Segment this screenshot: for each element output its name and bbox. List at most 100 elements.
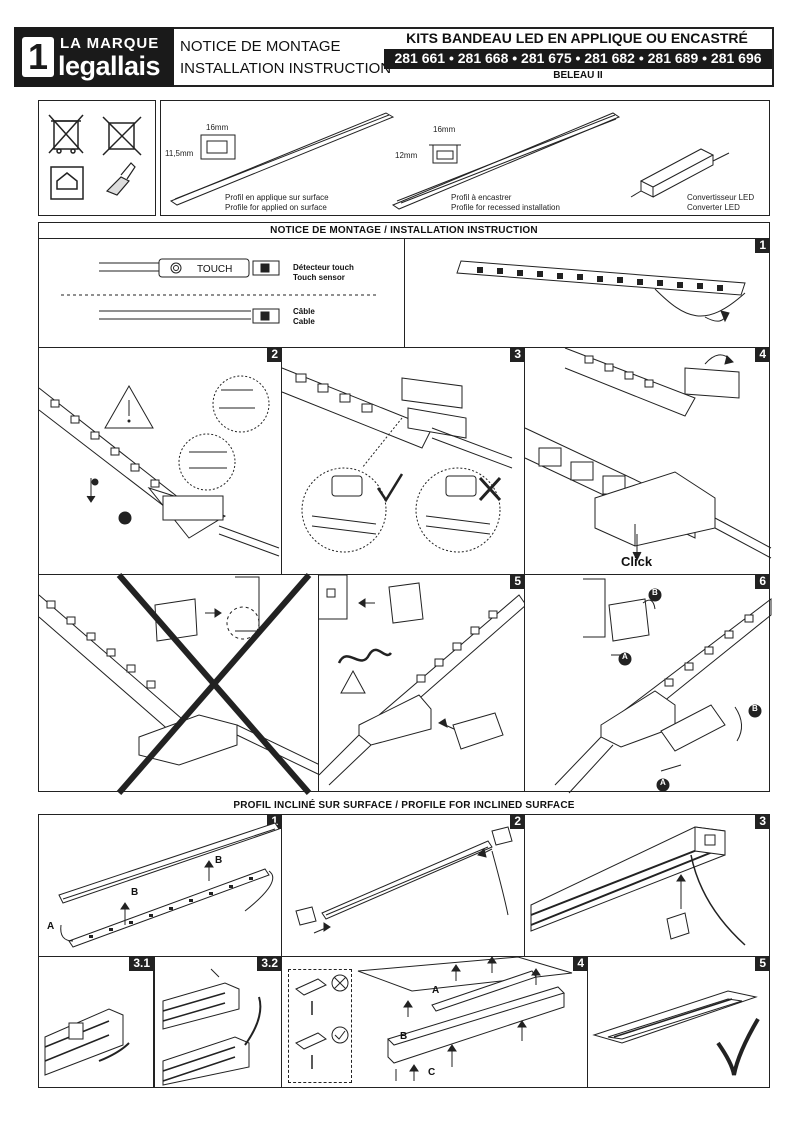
touch-sensor-drawing (61, 258, 379, 324)
click-label: Click (621, 554, 653, 569)
s2-step3-number: 3 (755, 814, 770, 829)
step2-drawing (38, 375, 280, 557)
surface-caption-fr: Profil en applique sur surface (225, 193, 329, 202)
step6-letter-a-bottom: A (660, 778, 666, 787)
brand-number: 1 (27, 36, 49, 77)
step3-drawing (281, 367, 513, 553)
touch-caption-fr: Détecteur touch (293, 263, 354, 272)
step6-letter-b-bottom: B (752, 704, 758, 713)
s2-step1-drawing (58, 822, 280, 948)
recessed-caption-en: Profile for recessed installation (451, 203, 560, 212)
notice-title: NOTICE DE MONTAGE INSTALLATION INSTRUCTI… (180, 36, 391, 80)
section2-title: PROFIL INCLINÉ SUR SURFACE / PROFILE FOR… (233, 800, 575, 811)
s2-step2-drawing (295, 826, 513, 934)
notice-fr: NOTICE DE MONTAGE (180, 38, 341, 55)
s2-step4-panel: 4 A B C (281, 956, 588, 1088)
s2-step1-letter-a: A (47, 921, 55, 932)
step4-panel: 4 Click (524, 347, 772, 575)
converter-caption-fr: Convertisseur LED (687, 193, 755, 202)
check-icon (376, 473, 404, 503)
step6-number: 6 (755, 574, 770, 589)
big-check-icon (716, 1017, 760, 1076)
check-icon-2 (334, 1030, 346, 1040)
s2-step31-panel: 3.1 (38, 956, 154, 1088)
model-name: BELEAU II (553, 70, 603, 81)
s2-step4-letter-b: B (400, 1031, 408, 1042)
hand-touch-icon (105, 162, 136, 196)
step4-drawing (524, 347, 772, 562)
led-chips (477, 267, 723, 291)
cable-caption-fr: Câble (293, 307, 315, 316)
surface-caption-en: Profile for applied on surface (225, 203, 327, 212)
recessed-caption: Profil à encastrer Profile for recessed … (451, 193, 560, 213)
brand-bottom: legallais (58, 51, 161, 81)
cross-icon (478, 476, 502, 502)
recessed-caption-fr: Profil à encastrer (451, 193, 512, 202)
step5-panel: 5 (318, 574, 527, 792)
brand-top: LA MARQUE (60, 35, 160, 52)
reference-bar: 281 661 • 281 668 • 281 675 • 281 682 • … (384, 49, 772, 69)
crossed-bin-icon (48, 114, 84, 154)
reference-numbers: 281 661 • 281 668 • 281 675 • 281 682 • … (394, 50, 762, 66)
step2-panel: 2 A (38, 347, 282, 870)
step5-number: 5 (510, 574, 525, 589)
converter-caption-en: Converter LED (687, 203, 740, 212)
s2-step31-drawing (44, 1008, 130, 1076)
touch-sensor-panel: TOUCH Détecteur touch Touch sensor Câble… (38, 238, 405, 348)
s2-step2-panel: 2 (281, 814, 525, 957)
s2-step3-panel: 3 (524, 814, 770, 957)
warning-icon (104, 384, 154, 429)
s2-step31-number: 3.1 (129, 956, 154, 971)
converter-caption: Convertisseur LED Converter LED (687, 193, 754, 213)
step6-drawing (554, 578, 772, 794)
cable-caption-en: Cable (293, 317, 315, 326)
touch-caption-en: Touch sensor (293, 273, 345, 282)
scissors-icon (210, 968, 220, 978)
wrong-method-drawing (38, 573, 321, 795)
s2-step3-drawing (530, 826, 746, 946)
brand-logo: 1 LA MARQUE legallais (14, 27, 174, 87)
brand-number-badge: 1 (22, 37, 54, 77)
s2-step4-drawing (295, 956, 573, 1081)
surface-height: 11,5mm (165, 149, 194, 158)
section1-title: NOTICE DE MONTAGE / INSTALLATION INSTRUC… (270, 225, 538, 236)
s2-step5-drawing (592, 990, 760, 1076)
recessed-height: 12mm (395, 151, 418, 160)
step6-panel: 6 B A B A (524, 574, 772, 794)
surface-caption: Profil en applique sur surface Profile f… (225, 193, 329, 213)
s2-step2-number: 2 (510, 814, 525, 829)
step6-letter-b-top: B (652, 588, 658, 597)
indoor-house-icon (50, 166, 84, 200)
step3-number: 3 (510, 347, 525, 362)
wrong-method-panel (38, 573, 321, 795)
step3-panel: 3 (281, 347, 525, 575)
symbols-panel (38, 100, 156, 216)
s2-step1-panel: 1 A B B (38, 814, 282, 957)
step5-drawing (318, 574, 527, 786)
step1-number: 1 (755, 238, 770, 253)
cross-icon-2 (333, 976, 347, 990)
s2-step4-letter-c: C (428, 1067, 436, 1078)
step1-drawing (456, 260, 746, 323)
s2-step4-number: 4 (573, 956, 588, 971)
s2-step32-number: 3.2 (257, 956, 282, 971)
kit-title: KITS BANDEAU LED EN APPLIQUE OU ENCASTRÉ (406, 30, 748, 46)
overview-drawing (169, 112, 730, 210)
step2-number: 2 (267, 347, 282, 362)
surface-profile-diagram (169, 112, 395, 206)
touch-label: TOUCH (197, 264, 233, 275)
step1-panel: 1 (404, 238, 770, 348)
symbols-drawing (48, 114, 142, 200)
s2-step5-number: 5 (755, 956, 770, 971)
touch-caption: Détecteur touch Touch sensor (293, 263, 354, 283)
s2-step1-letter-b1: B (131, 887, 139, 898)
s2-step32-panel: 3.2 (154, 956, 282, 1088)
step6-letter-a-top: A (622, 652, 628, 661)
recessed-profile-diagram (391, 112, 621, 210)
converter-diagram (630, 148, 730, 198)
overview-panel: 16mm 11,5mm Profil en applique sur surfa… (160, 100, 770, 216)
notice-en: INSTALLATION INSTRUCTION (180, 60, 392, 77)
step4-number: 4 (755, 347, 770, 362)
cable-caption: Câble Cable (293, 307, 315, 327)
recessed-width: 16mm (433, 125, 456, 134)
